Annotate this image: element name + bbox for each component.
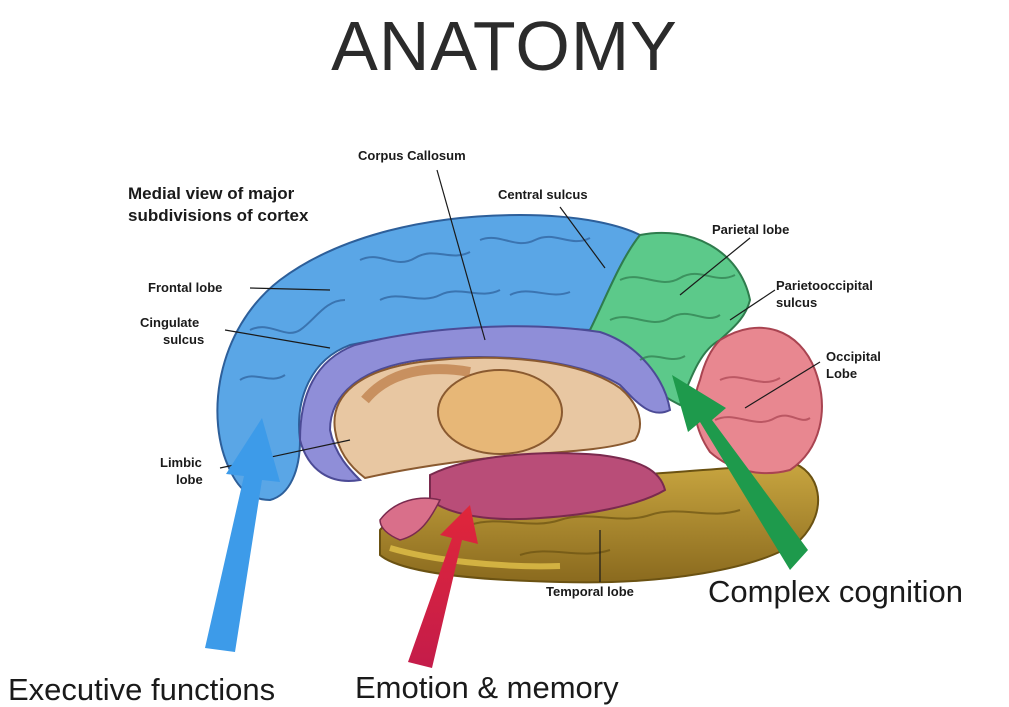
label-occipital-2: Lobe <box>826 366 857 381</box>
label-cingulate-1: Cingulate <box>140 315 199 330</box>
label-parietal-lobe: Parietal lobe <box>712 222 789 237</box>
thalamus-region <box>438 370 562 454</box>
caption-complex-cognition: Complex cognition <box>708 574 963 609</box>
label-parietooccipital-2: sulcus <box>776 295 817 310</box>
label-central-sulcus: Central sulcus <box>498 187 588 202</box>
subtitle-line-2: subdivisions of cortex <box>128 206 309 225</box>
label-frontal-lobe: Frontal lobe <box>148 280 222 295</box>
label-corpus-callosum: Corpus Callosum <box>358 148 466 163</box>
label-limbic-2: lobe <box>176 472 203 487</box>
label-parietooccipital-1: Parietooccipital <box>776 278 873 293</box>
executive-arrow <box>205 418 280 652</box>
label-limbic-1: Limbic <box>160 455 202 470</box>
subtitle-line-1: Medial view of major <box>128 184 295 203</box>
brain-illustration <box>217 215 821 582</box>
caption-emotion-memory: Emotion & memory <box>355 670 619 705</box>
label-temporal-lobe: Temporal lobe <box>546 584 634 599</box>
label-cingulate-2: sulcus <box>163 332 204 347</box>
caption-executive-functions: Executive functions <box>8 672 275 707</box>
label-occipital-1: Occipital <box>826 349 881 364</box>
